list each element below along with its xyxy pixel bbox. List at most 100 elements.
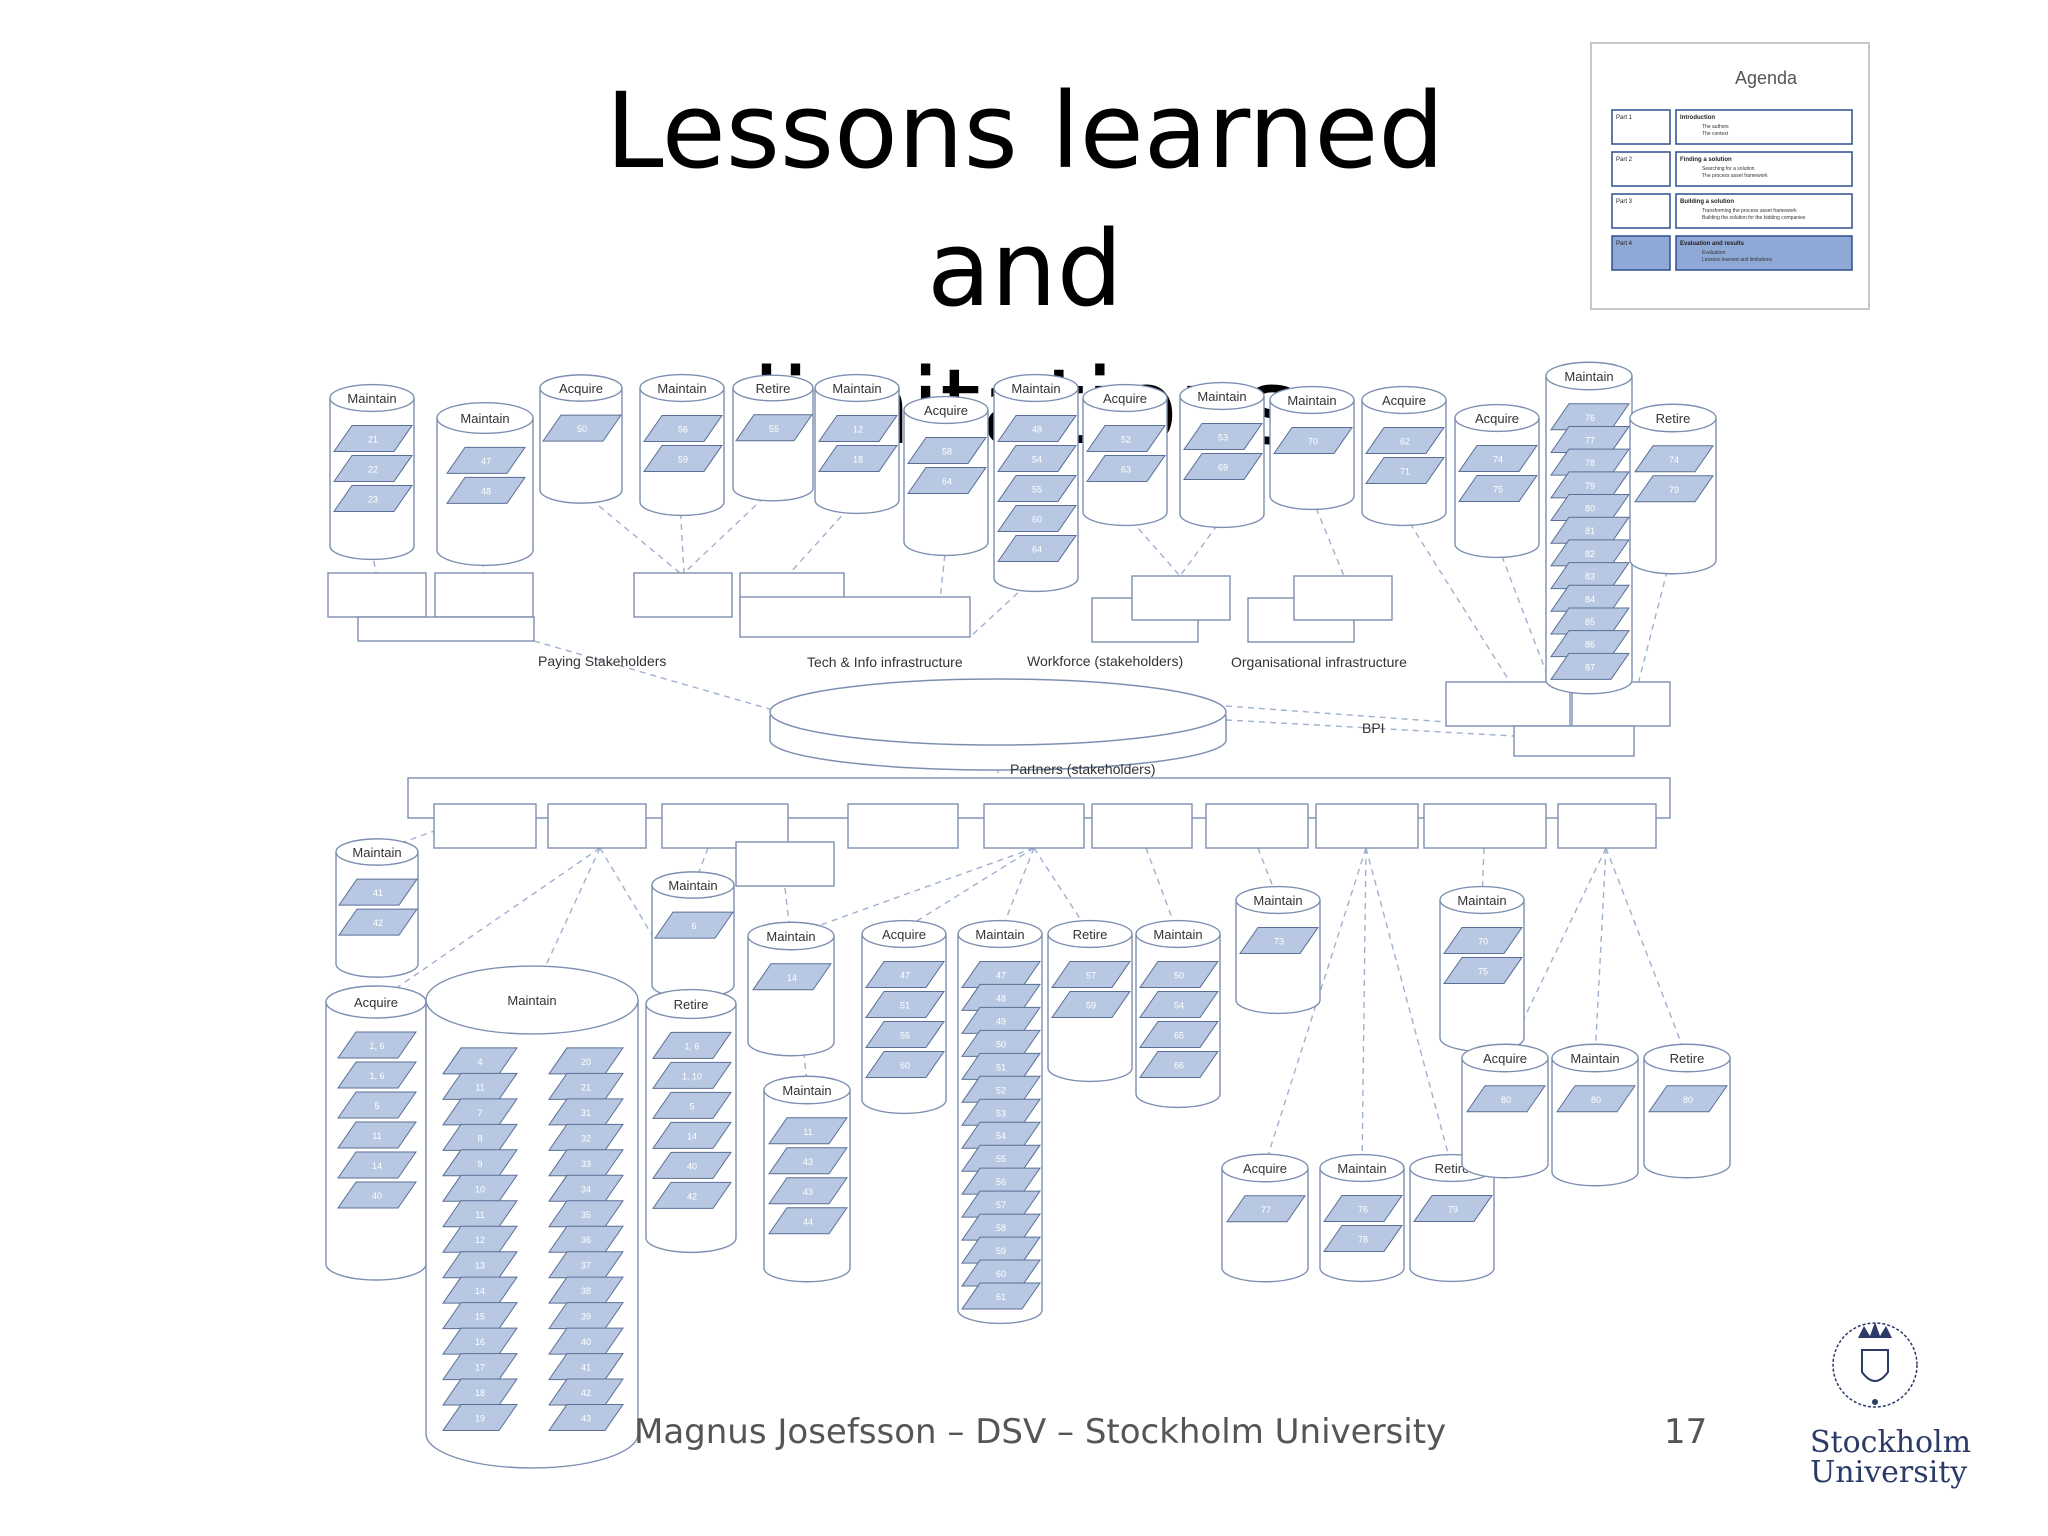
connector-30 (1365, 847, 1453, 1169)
bottom-cylinder-3-item-label-18: 32 (581, 1133, 591, 1143)
bottom-cylinder-18-item-label-0: 80 (1591, 1095, 1601, 1105)
bottom-cylinder-9-item-label-6: 53 (996, 1108, 1006, 1118)
bpi-hub-ellipse (769, 678, 1227, 746)
top-cylinder-13-label: Acquire (1475, 411, 1519, 426)
top-cylinder-12-item-label-0: 62 (1400, 436, 1410, 446)
bottom-cylinder-10-item-0 (1051, 960, 1131, 988)
top-cylinder-15-item-0 (1634, 445, 1714, 473)
top-cylinder-12-item-0 (1365, 426, 1445, 454)
bottom-cylinder-3-item-label-12: 17 (475, 1363, 485, 1373)
top-cylinder-7-item-label-1: 64 (942, 476, 952, 486)
top-cylinder-5-item-label-0: 55 (769, 424, 779, 434)
top-cylinder-1-item-label-2: 23 (368, 494, 378, 504)
top-cylinder-6-item-label-1: 18 (853, 454, 863, 464)
bottom-cylinder-3-item-label-9: 14 (475, 1286, 485, 1296)
top-cylinder-9-label: Acquire (1103, 391, 1147, 406)
top-cylinder-14-item-label-7: 83 (1585, 572, 1595, 582)
top-cylinder-1-label: Maintain (347, 391, 396, 406)
top-cylinder-12-item-label-1: 71 (1400, 466, 1410, 476)
stakeholder-box-6 (739, 596, 971, 638)
top-cylinder-8-item-2 (997, 474, 1077, 502)
bottom-cylinder-3-item-label-6: 11 (475, 1210, 484, 1220)
bottom-cylinder-3-item-label-29: 43 (581, 1414, 591, 1424)
top-cylinder-10-item-1 (1183, 452, 1263, 480)
crown-icon (1858, 1322, 1892, 1338)
stockholm-university-logo: Stockholm University (1810, 1322, 1971, 1490)
top-cylinder-10-item-label-1: 69 (1218, 462, 1228, 472)
bottom-cylinder-4-label: Maintain (668, 878, 717, 893)
bottom-cylinder-3-item-14 (442, 1404, 518, 1432)
stakeholder-box-8 (1131, 575, 1231, 621)
connector-11 (1311, 497, 1345, 577)
bottom-cylinder-15-top (1319, 1153, 1405, 1183)
connector-5 (683, 489, 773, 574)
bottom-cylinder-3-item-label-21: 35 (581, 1210, 591, 1220)
top-cylinder-8-item-label-3: 60 (1032, 514, 1042, 524)
bottom-cylinder-8-item-label-1: 51 (900, 1000, 910, 1010)
agenda-topic-label-4: Evaluation and results (1680, 241, 1745, 247)
bottom-cylinder-5-item-3 (652, 1121, 732, 1149)
bottom-cylinder-2-item-label-5: 40 (372, 1191, 382, 1201)
bottom-cylinder-19-top (1643, 1043, 1731, 1073)
bottom-cylinder-13-top (1439, 885, 1525, 915)
agenda-part-cell-1 (1611, 109, 1671, 145)
bottom-cylinder-9-item-label-0: 47 (996, 970, 1006, 980)
bottom-cylinder-5-item-label-2: 5 (689, 1101, 694, 1111)
bottom-cylinder-9-item-label-8: 55 (996, 1154, 1006, 1164)
bottom-cylinder-7-item-3 (768, 1207, 848, 1235)
top-cylinder-5-top (732, 374, 814, 402)
bottom-cylinder-11-item-label-3: 66 (1174, 1060, 1184, 1070)
bottom-cylinder-5-top (645, 988, 737, 1020)
bottom-cylinder-17-top (1461, 1043, 1549, 1073)
bottom-cylinder-1-item-1 (338, 908, 418, 936)
top-cylinder-11-body (1269, 400, 1355, 511)
top-cylinder-15-item-label-0: 74 (1669, 455, 1679, 465)
bottom-cylinder-18-top (1551, 1043, 1639, 1073)
top-cylinder-5-label: Retire (756, 381, 791, 396)
top-cylinder-4-item-0 (643, 414, 723, 442)
top-cylinder-1-item-1 (333, 454, 413, 482)
agenda-item-2-1: Searching for a solution (1702, 166, 1755, 172)
agenda-part-cell-2 (1611, 151, 1671, 187)
bottom-cylinder-7-top (763, 1075, 851, 1105)
bottom-cylinder-4-body (651, 885, 735, 999)
top-cylinder-12-top (1361, 385, 1447, 415)
bottom-cylinder-3-item-label-0: 4 (477, 1057, 482, 1067)
top-cylinder-11-top (1269, 385, 1355, 415)
bottom-cylinder-9-item-label-14: 61 (996, 1292, 1006, 1302)
connector-15 (533, 640, 781, 713)
top-cylinder-1-item-0 (333, 424, 413, 452)
agenda-topic-cell-1 (1675, 109, 1853, 145)
bottom-cylinder-9-item-label-3: 50 (996, 1039, 1006, 1049)
top-cylinder-3-item-label-0: 50 (577, 424, 587, 434)
bottom-cylinder-2-item-2 (337, 1091, 417, 1119)
bottom-cylinder-18-body (1551, 1058, 1639, 1187)
bottom-cylinder-3-item-label-7: 12 (475, 1235, 485, 1245)
group-label-workforce: Workforce (stakeholders) (1027, 653, 1183, 669)
bottom-cylinder-17-item-0 (1466, 1085, 1546, 1113)
bottom-cylinder-15-item-label-1: 78 (1358, 1234, 1368, 1244)
top-cylinder-14-item-label-2: 78 (1585, 458, 1595, 468)
bottom-cylinder-3-item-label-23: 37 (581, 1261, 591, 1271)
connector-29 (1361, 847, 1367, 1169)
bottom-cylinder-17-label: Acquire (1483, 1051, 1527, 1066)
bottom-cylinder-2-item-3 (337, 1121, 417, 1149)
top-cylinder-7-top (903, 395, 989, 425)
stakeholder-box-23 (1423, 803, 1547, 849)
top-cylinder-5-item-0 (735, 414, 813, 442)
bottom-cylinder-5-item-4 (652, 1151, 732, 1179)
stakeholder-box-20 (1091, 803, 1193, 849)
bottom-cylinder-1-label: Maintain (352, 845, 401, 860)
hub-label-bpi: BPI (1362, 720, 1385, 736)
bottom-cylinder-3-item-label-14: 19 (475, 1414, 485, 1424)
bottom-cylinder-15-item-label-0: 76 (1358, 1204, 1368, 1214)
top-cylinder-10-label: Maintain (1197, 389, 1246, 404)
bottom-cylinder-5-item-0 (652, 1031, 732, 1059)
bottom-cylinder-2-item-0 (337, 1031, 417, 1059)
